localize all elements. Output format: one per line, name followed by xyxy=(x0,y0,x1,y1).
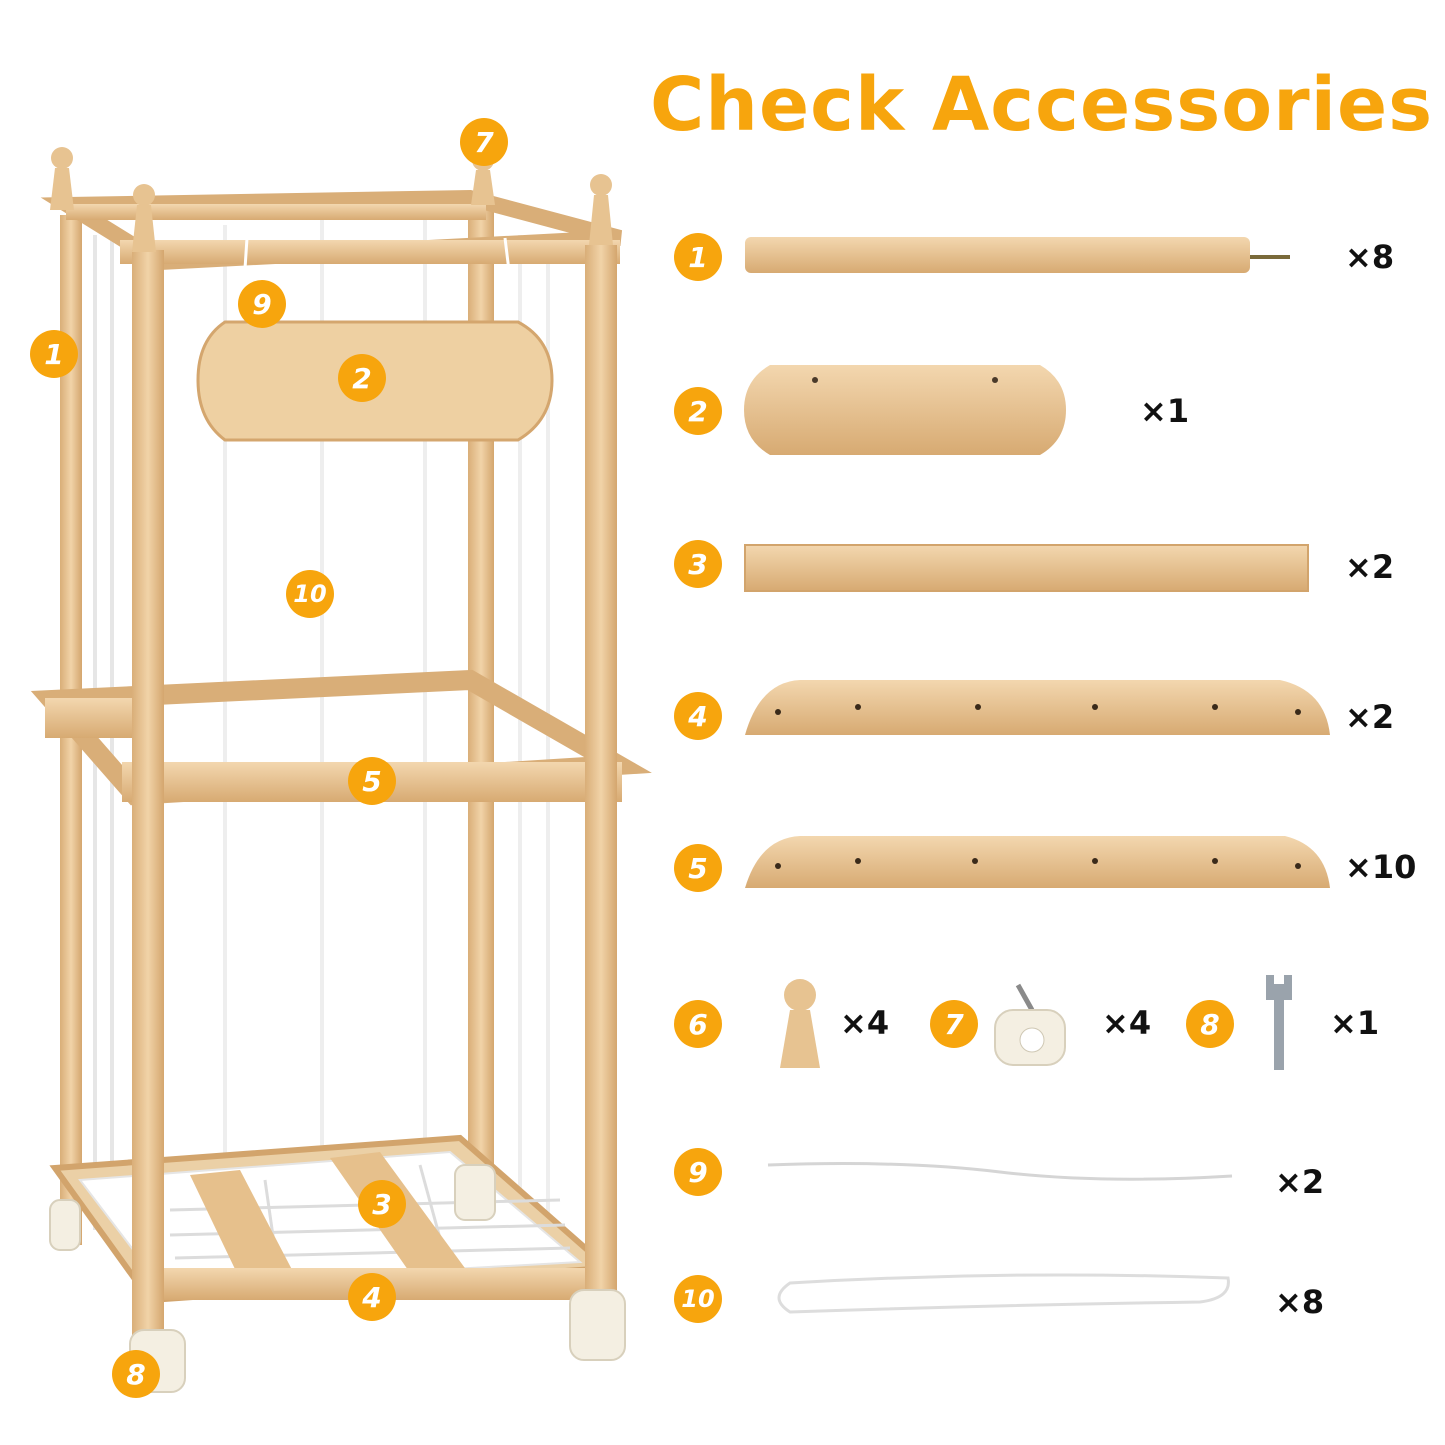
diagram-label-7: 7 xyxy=(460,118,508,166)
wrench-icon xyxy=(1266,972,1292,1070)
quantity-7: ×4 xyxy=(1102,1004,1152,1042)
accessory-number-9: 9 xyxy=(674,1148,722,1196)
quantity-4: ×2 xyxy=(1345,698,1395,736)
diagram-label-8: 8 xyxy=(112,1350,160,1398)
quantity-1: ×8 xyxy=(1345,238,1395,276)
long-elastic-cord-icon xyxy=(777,1273,1230,1314)
page-title: Check Accessories xyxy=(650,62,1434,148)
accessory-number-8: 8 xyxy=(1186,1000,1234,1048)
diagram-label-2: 2 xyxy=(338,354,386,402)
wooden-finial-peg-icon xyxy=(780,979,820,1068)
accessory-number-7: 7 xyxy=(930,1000,978,1048)
accessory-number-6: 6 xyxy=(674,1000,722,1048)
accessory-number-10: 10 xyxy=(674,1275,722,1323)
diagram-label-3: 3 xyxy=(358,1180,406,1228)
diagram-label-1: 1 xyxy=(30,330,78,378)
front-left-post xyxy=(132,250,164,1340)
quantity-2: ×1 xyxy=(1140,392,1190,430)
quantity-10: ×8 xyxy=(1275,1283,1325,1321)
accessory-number-3: 3 xyxy=(674,540,722,588)
accessory-number-4: 4 xyxy=(674,692,722,740)
short-string-icon xyxy=(767,1162,1233,1181)
accessory-number-5: 5 xyxy=(674,844,722,892)
wooden-frame-rail-icon xyxy=(745,836,1330,888)
wooden-pole-icon xyxy=(745,237,1250,273)
caster-wheel-icon xyxy=(994,983,1066,1066)
front-right-post xyxy=(585,245,617,1300)
accessory-number-2: 2 xyxy=(674,387,722,435)
quantity-5: ×10 xyxy=(1345,848,1417,886)
quantity-6: ×4 xyxy=(840,1004,890,1042)
diagram-label-4: 4 xyxy=(348,1273,396,1321)
quantity-3: ×2 xyxy=(1345,548,1395,586)
accessory-number-1: 1 xyxy=(674,233,722,281)
wooden-slat-icon xyxy=(744,544,1309,592)
quantity-9: ×2 xyxy=(1275,1163,1325,1201)
quantity-8: ×1 xyxy=(1330,1004,1380,1042)
diagram-label-9: 9 xyxy=(238,280,286,328)
diagram-label-10: 10 xyxy=(286,570,334,618)
diagram-label-5: 5 xyxy=(348,757,396,805)
wooden-base-rail-icon xyxy=(745,680,1330,735)
wooden-sign-board-icon xyxy=(744,365,1066,455)
